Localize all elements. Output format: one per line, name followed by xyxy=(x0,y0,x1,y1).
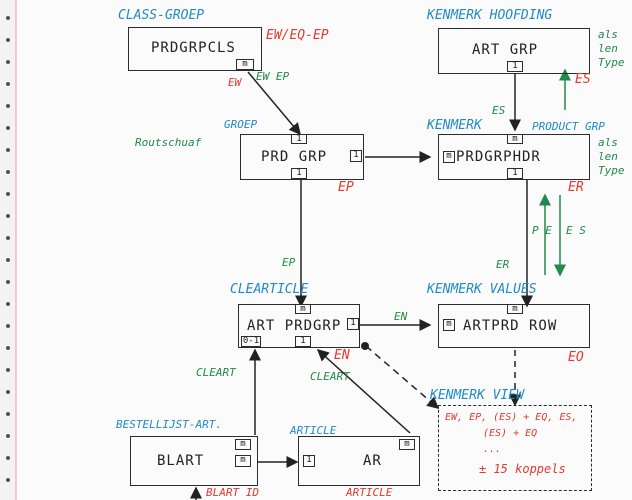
art-prdgrp-port-right: 1 xyxy=(347,318,359,330)
prd-grp-mark: EP xyxy=(338,180,354,195)
ar-port-top: m xyxy=(399,439,415,450)
prdgrpcls-box[interactable]: PRDGRPCLS m xyxy=(128,27,262,71)
art-prdgrp-port-bottom: 1 xyxy=(295,336,311,347)
side-type-2: Type xyxy=(598,164,625,177)
class-groep-title: CLASS-GROEP xyxy=(118,8,205,23)
prdgrphdr-port-bottom: 1 xyxy=(507,168,523,179)
prd-grp-label: PRD GRP xyxy=(261,149,328,165)
view-title: KENMERK VIEW xyxy=(430,388,524,403)
art-grp-label: ART GRP xyxy=(472,42,539,58)
groep-title: GROEP xyxy=(224,118,258,131)
kenmerk-title: KENMERK xyxy=(427,118,482,133)
kenmerk-values-title: KENMERK VALUES xyxy=(427,282,537,297)
artprd-row-port-top: m xyxy=(507,304,523,314)
es-label: ES xyxy=(492,104,506,117)
prdgrpcls-label: PRDGRPCLS xyxy=(151,40,236,56)
prd-grp-port-right: 1 xyxy=(350,150,362,162)
product-grp-title: PRODUCT GRP xyxy=(532,120,605,133)
ar-box[interactable]: AR 1 m xyxy=(298,436,420,486)
art-prdgrp-ratio: 0-1 xyxy=(241,336,261,347)
view-line-3: ... xyxy=(483,444,502,455)
class-groep-codes: EW/EQ-EP xyxy=(266,28,329,43)
prdgrpcls-port: m xyxy=(236,59,254,70)
view-line-2: (ES) + EQ xyxy=(483,428,538,439)
routschuaf-note: Routschuaf xyxy=(135,136,202,149)
prdgrphdr-box[interactable]: PRDGRPHDR m m 1 xyxy=(438,134,590,180)
pe-label: P E xyxy=(532,224,552,237)
blart-label: BLART xyxy=(157,453,205,469)
prdgrphdr-port-top: m xyxy=(507,134,523,144)
art-prdgrp-port-top: m xyxy=(295,304,311,314)
prd-grp-port-bottom: 1 xyxy=(291,168,307,179)
art-grp-mark: ES xyxy=(575,72,591,87)
kenmerk-hoofding-title: KENMERK HOOFDING xyxy=(427,8,553,23)
side-type-1: Type xyxy=(598,56,625,69)
kenmerk-view-box[interactable]: EW, EP, (ES) + EQ, ES, (ES) + EQ ... ± 1… xyxy=(438,405,592,491)
view-line-4: ± 15 koppels xyxy=(479,462,566,476)
side-len-1: len xyxy=(598,42,618,55)
prdgrphdr-label: PRDGRPHDR xyxy=(456,149,541,165)
en-label: EN xyxy=(394,310,408,323)
art-prdgrp-box[interactable]: ART PRDGRP 1 m 1 0-1 xyxy=(238,304,360,348)
ar-port-left: 1 xyxy=(303,455,315,467)
art-prdgrp-mark: EN xyxy=(334,348,350,363)
side-als-2: als xyxy=(598,136,618,149)
es2-label: E S xyxy=(566,224,586,237)
blart-id-label: BLART ID xyxy=(206,486,259,499)
ep-label: EP xyxy=(282,256,296,269)
cleart-label-1: CLEART xyxy=(196,366,236,379)
art-grp-box[interactable]: ART GRP 1 xyxy=(438,28,590,74)
artprd-row-label: ARTPRD ROW xyxy=(463,318,558,334)
cleart-label-2: CLEART xyxy=(310,370,350,383)
prdgrphdr-mark: ER xyxy=(568,180,584,195)
bestellijst-title: BESTELLIJST-ART. xyxy=(116,418,222,431)
prd-grp-port-top: 1 xyxy=(291,134,307,144)
artprd-row-port-left: m xyxy=(443,319,455,331)
artprd-row-mark: EO xyxy=(568,350,584,365)
blart-port-right: m xyxy=(235,455,251,467)
artprd-row-box[interactable]: ARTPRD ROW m m xyxy=(438,304,590,348)
article-label-below: ARTICLE xyxy=(346,486,393,499)
art-prdgrp-label: ART PRDGRP xyxy=(247,318,342,334)
prdgrphdr-port-left: m xyxy=(443,151,455,163)
view-line-1: EW, EP, (ES) + EQ, ES, xyxy=(445,412,578,423)
clearticle-title: CLEARTICLE xyxy=(230,282,309,297)
ew-ep-label: EW EP xyxy=(256,70,290,83)
blart-box[interactable]: BLART m m xyxy=(130,436,258,486)
prd-grp-box[interactable]: PRD GRP 1 1 1 xyxy=(240,134,364,180)
side-len-2: len xyxy=(598,150,618,163)
er-label: ER xyxy=(496,258,510,271)
class-groep-mark: EW xyxy=(228,76,242,89)
side-als-1: als xyxy=(598,28,618,41)
ar-label: AR xyxy=(363,453,382,469)
notebook-binding xyxy=(0,0,16,500)
article-title: ARTICLE xyxy=(290,424,337,437)
blart-port-top: m xyxy=(235,439,251,450)
art-grp-port: 1 xyxy=(507,61,523,72)
